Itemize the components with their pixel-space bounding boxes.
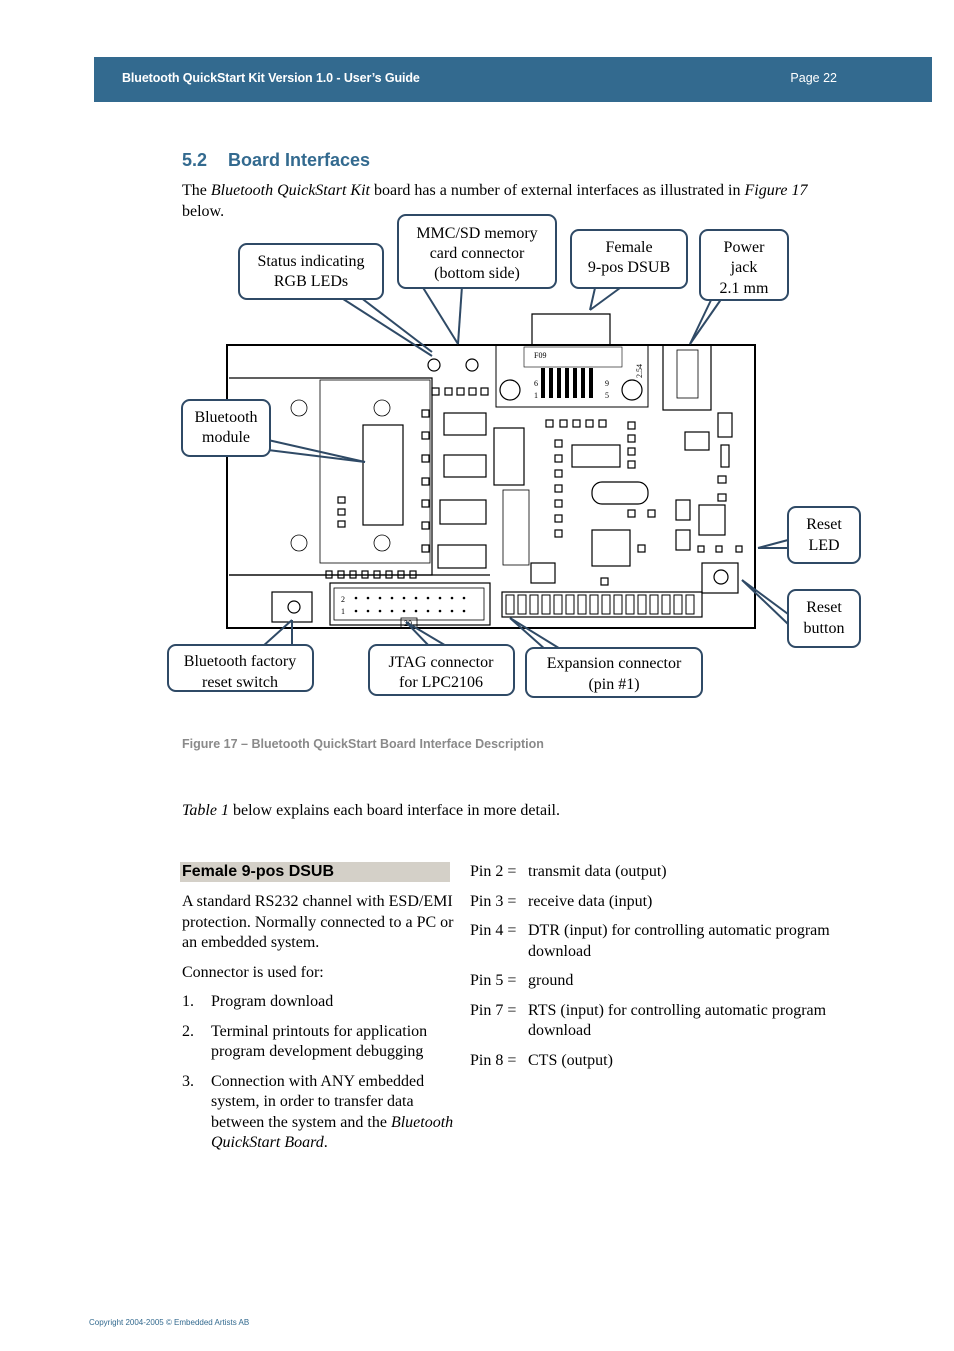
- pin-row: Pin 2 = transmit data (output): [470, 862, 830, 883]
- pin-label: Pin 5 =: [470, 972, 517, 989]
- pin-label: Pin 2 =: [470, 863, 517, 880]
- interface-name: Female 9-pos DSUB: [180, 862, 450, 882]
- intro-text: below.: [182, 203, 225, 220]
- interface-description: A standard RS232 channel with ESD/EMI pr…: [182, 892, 454, 1163]
- interface-desc-text: A standard RS232 channel with ESD/EMI pr…: [182, 893, 454, 951]
- section-heading: 5.2 Board Interfaces: [182, 150, 370, 171]
- intro-text: board has a number of external interface…: [369, 182, 745, 199]
- interface-used-for: Connector is used for:: [182, 963, 324, 981]
- label-jtag-2: 2: [341, 595, 345, 604]
- list-text: Connection with ANY embedded system, in …: [211, 1072, 425, 1131]
- label-pin1: 1: [534, 391, 538, 400]
- callout-jtag-line2: for LPC2106: [399, 674, 483, 691]
- list-item: 2. Terminal printouts for application pro…: [182, 1022, 454, 1063]
- callout-dsub-line1: Female: [605, 239, 652, 256]
- section-number: 5.2: [182, 150, 208, 170]
- list-text: Terminal printouts for application progr…: [211, 1022, 428, 1061]
- pin-row: Pin 4 = DTR (input) for controlling autom…: [470, 921, 830, 962]
- pin-desc: DTR (input) for controlling automatic pr…: [528, 922, 830, 960]
- list-item: 1. Program download: [182, 992, 454, 1013]
- callout-status-leds-line2: RGB LEDs: [274, 273, 348, 290]
- copyright-footer: Copyright 2004-2005 © Embedded Artists A…: [89, 1318, 250, 1327]
- callout-power-line1: Power: [724, 239, 766, 256]
- callout-power-line2: jack: [730, 259, 758, 276]
- list-number: 1.: [182, 993, 194, 1010]
- label-pin5: 5: [605, 391, 609, 400]
- page-header: Bluetooth QuickStart Kit Version 1.0 - U…: [94, 57, 932, 102]
- callout-mmc-line1: MMC/SD memory: [416, 225, 537, 242]
- callout-bt-module-line1: Bluetooth: [194, 409, 257, 426]
- pin-desc: CTS (output): [528, 1051, 613, 1069]
- pin-list: Pin 2 = transmit data (output) Pin 3 = rec…: [470, 862, 830, 1080]
- list-item: 3. Connection with ANY embedded system, i…: [182, 1072, 454, 1154]
- pin-label: Pin 8 =: [470, 1051, 517, 1069]
- label-254: 2.54: [635, 364, 644, 378]
- label-jtag-1: 1: [341, 607, 345, 616]
- pin-desc: ground: [528, 972, 574, 989]
- callout-expansion-line2: (pin #1): [588, 676, 639, 693]
- list-text: Program download: [211, 993, 334, 1010]
- pin-row: Pin 3 = receive data (input): [470, 892, 830, 913]
- section-title: Board Interfaces: [228, 150, 371, 170]
- page-number: Page 22: [790, 71, 837, 85]
- pin-label: Pin 3 =: [470, 892, 517, 910]
- label-pin6: 6: [534, 379, 538, 388]
- callout-status-leds-line1: Status indicating: [257, 253, 364, 270]
- pin-row: Pin 5 = ground: [470, 971, 830, 992]
- intro-kit-name: Bluetooth QuickStart Kit: [210, 182, 370, 199]
- callout-mmc-line2: card connector: [430, 245, 525, 262]
- pin-desc: RTS (input) for controlling automatic pr…: [528, 1001, 827, 1040]
- document-title: Bluetooth QuickStart Kit Version 1.0 - U…: [122, 71, 420, 85]
- label-f09: F09: [534, 351, 546, 360]
- table-ref-text: below explains each board interface in m…: [228, 802, 560, 819]
- table-reference: Table 1 below explains each board interf…: [182, 802, 560, 820]
- callout-reset-button-line1: Reset: [806, 599, 842, 616]
- pin-row: Pin 7 = RTS (input) for controlling autom…: [470, 1001, 830, 1042]
- callout-reset-button-line2: button: [804, 620, 845, 637]
- table-ref-link-text: Table 1: [182, 802, 229, 819]
- list-text-tail: .: [323, 1134, 328, 1151]
- list-number: 3.: [182, 1072, 194, 1090]
- pin-label: Pin 7 =: [470, 1001, 517, 1019]
- label-pin9: 9: [605, 379, 609, 388]
- callout-power-line3: 2.1 mm: [720, 280, 769, 297]
- callout-dsub-line2: 9-pos DSUB: [588, 259, 670, 276]
- pin-row: Pin 8 = CTS (output): [470, 1051, 830, 1072]
- list-number: 2.: [182, 1022, 194, 1040]
- callout-mmc-line3: (bottom side): [434, 265, 520, 282]
- callout-expansion-line1: Expansion connector: [547, 655, 682, 672]
- callout-bt-factory-line2: reset switch: [202, 674, 278, 691]
- callout-reset-led-line2: LED: [808, 537, 839, 554]
- figure-caption: Figure 17 – Bluetooth QuickStart Board I…: [182, 737, 544, 751]
- intro-text: The: [182, 182, 211, 199]
- pin-desc: receive data (input): [528, 892, 653, 910]
- callout-bt-factory-line1: Bluetooth factory: [184, 653, 296, 670]
- callout-bt-module-line2: module: [202, 429, 250, 446]
- callout-reset-led-line1: Reset: [806, 516, 842, 533]
- board-diagram: F09 6 1 9 5 2.54 2 1 20 Status ind: [167, 214, 861, 698]
- pin-label: Pin 4 =: [470, 922, 517, 939]
- intro-figure-ref: Figure 17: [744, 182, 808, 199]
- uses-list: 1. Program download 2. Terminal printouts …: [182, 992, 454, 1154]
- pin-desc: transmit data (output): [528, 863, 667, 880]
- callout-jtag-line1: JTAG connector: [389, 654, 495, 671]
- intro-paragraph: The Bluetooth QuickStart Kit board has a…: [182, 180, 822, 222]
- list-italic-text: Bluetooth QuickStart Board: [211, 1113, 454, 1152]
